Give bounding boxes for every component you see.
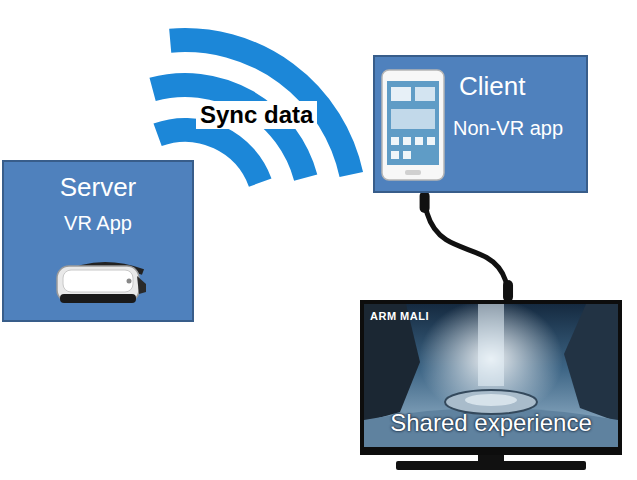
cable-line bbox=[425, 193, 508, 300]
tablet-icon bbox=[391, 151, 399, 159]
label-holder: ARM MALI bbox=[370, 310, 429, 323]
tablet-icon bbox=[415, 137, 423, 145]
cable-plug bbox=[420, 196, 430, 208]
tablet-widget bbox=[415, 87, 435, 101]
tv-screen: Shared experience bbox=[360, 300, 622, 455]
tablet-icon bbox=[403, 151, 411, 159]
tablet-icons bbox=[391, 137, 435, 159]
tablet-widget bbox=[391, 87, 411, 101]
scene-light bbox=[419, 304, 563, 419]
tablet-home-button bbox=[405, 170, 421, 175]
tablet-illustration bbox=[381, 69, 445, 181]
vr-headset-illustration bbox=[49, 254, 149, 310]
box-subtitle: VR App bbox=[64, 211, 132, 235]
scene-waterfall bbox=[478, 304, 504, 386]
headset-front bbox=[63, 270, 133, 292]
headset-button bbox=[127, 279, 132, 284]
wifi-arc bbox=[170, 40, 351, 175]
client-box: ClientNon-VR app bbox=[373, 55, 588, 193]
link-label: Sync data bbox=[196, 101, 317, 129]
tablet-icon bbox=[391, 137, 399, 145]
tv-foot bbox=[396, 461, 586, 470]
box-heading: Server bbox=[60, 172, 137, 203]
cable-connector bbox=[425, 193, 508, 300]
tablet-body bbox=[382, 70, 444, 180]
headset-body bbox=[57, 266, 139, 302]
box-heading: Client bbox=[459, 71, 525, 102]
server-box: Server VR App bbox=[2, 160, 194, 322]
tablet-icon bbox=[403, 137, 411, 145]
tablet-widget bbox=[391, 109, 435, 129]
scene-background bbox=[364, 304, 618, 447]
screen-caption: Shared experience bbox=[390, 409, 591, 437]
box-subtitle: Non-VR app bbox=[453, 116, 563, 140]
label-holder: Sync data bbox=[196, 101, 317, 129]
cable-plug bbox=[503, 285, 513, 297]
tablet-icon bbox=[427, 137, 435, 145]
edge-layer bbox=[425, 193, 508, 300]
scene-rock bbox=[564, 304, 618, 422]
tablet-screen bbox=[387, 81, 439, 165]
logo-watermark: ARM MALI bbox=[370, 310, 429, 323]
scene-floor bbox=[364, 408, 618, 447]
headset-side-strap bbox=[137, 276, 146, 294]
scene-platform-top bbox=[465, 394, 517, 406]
headset-foam bbox=[60, 294, 136, 303]
